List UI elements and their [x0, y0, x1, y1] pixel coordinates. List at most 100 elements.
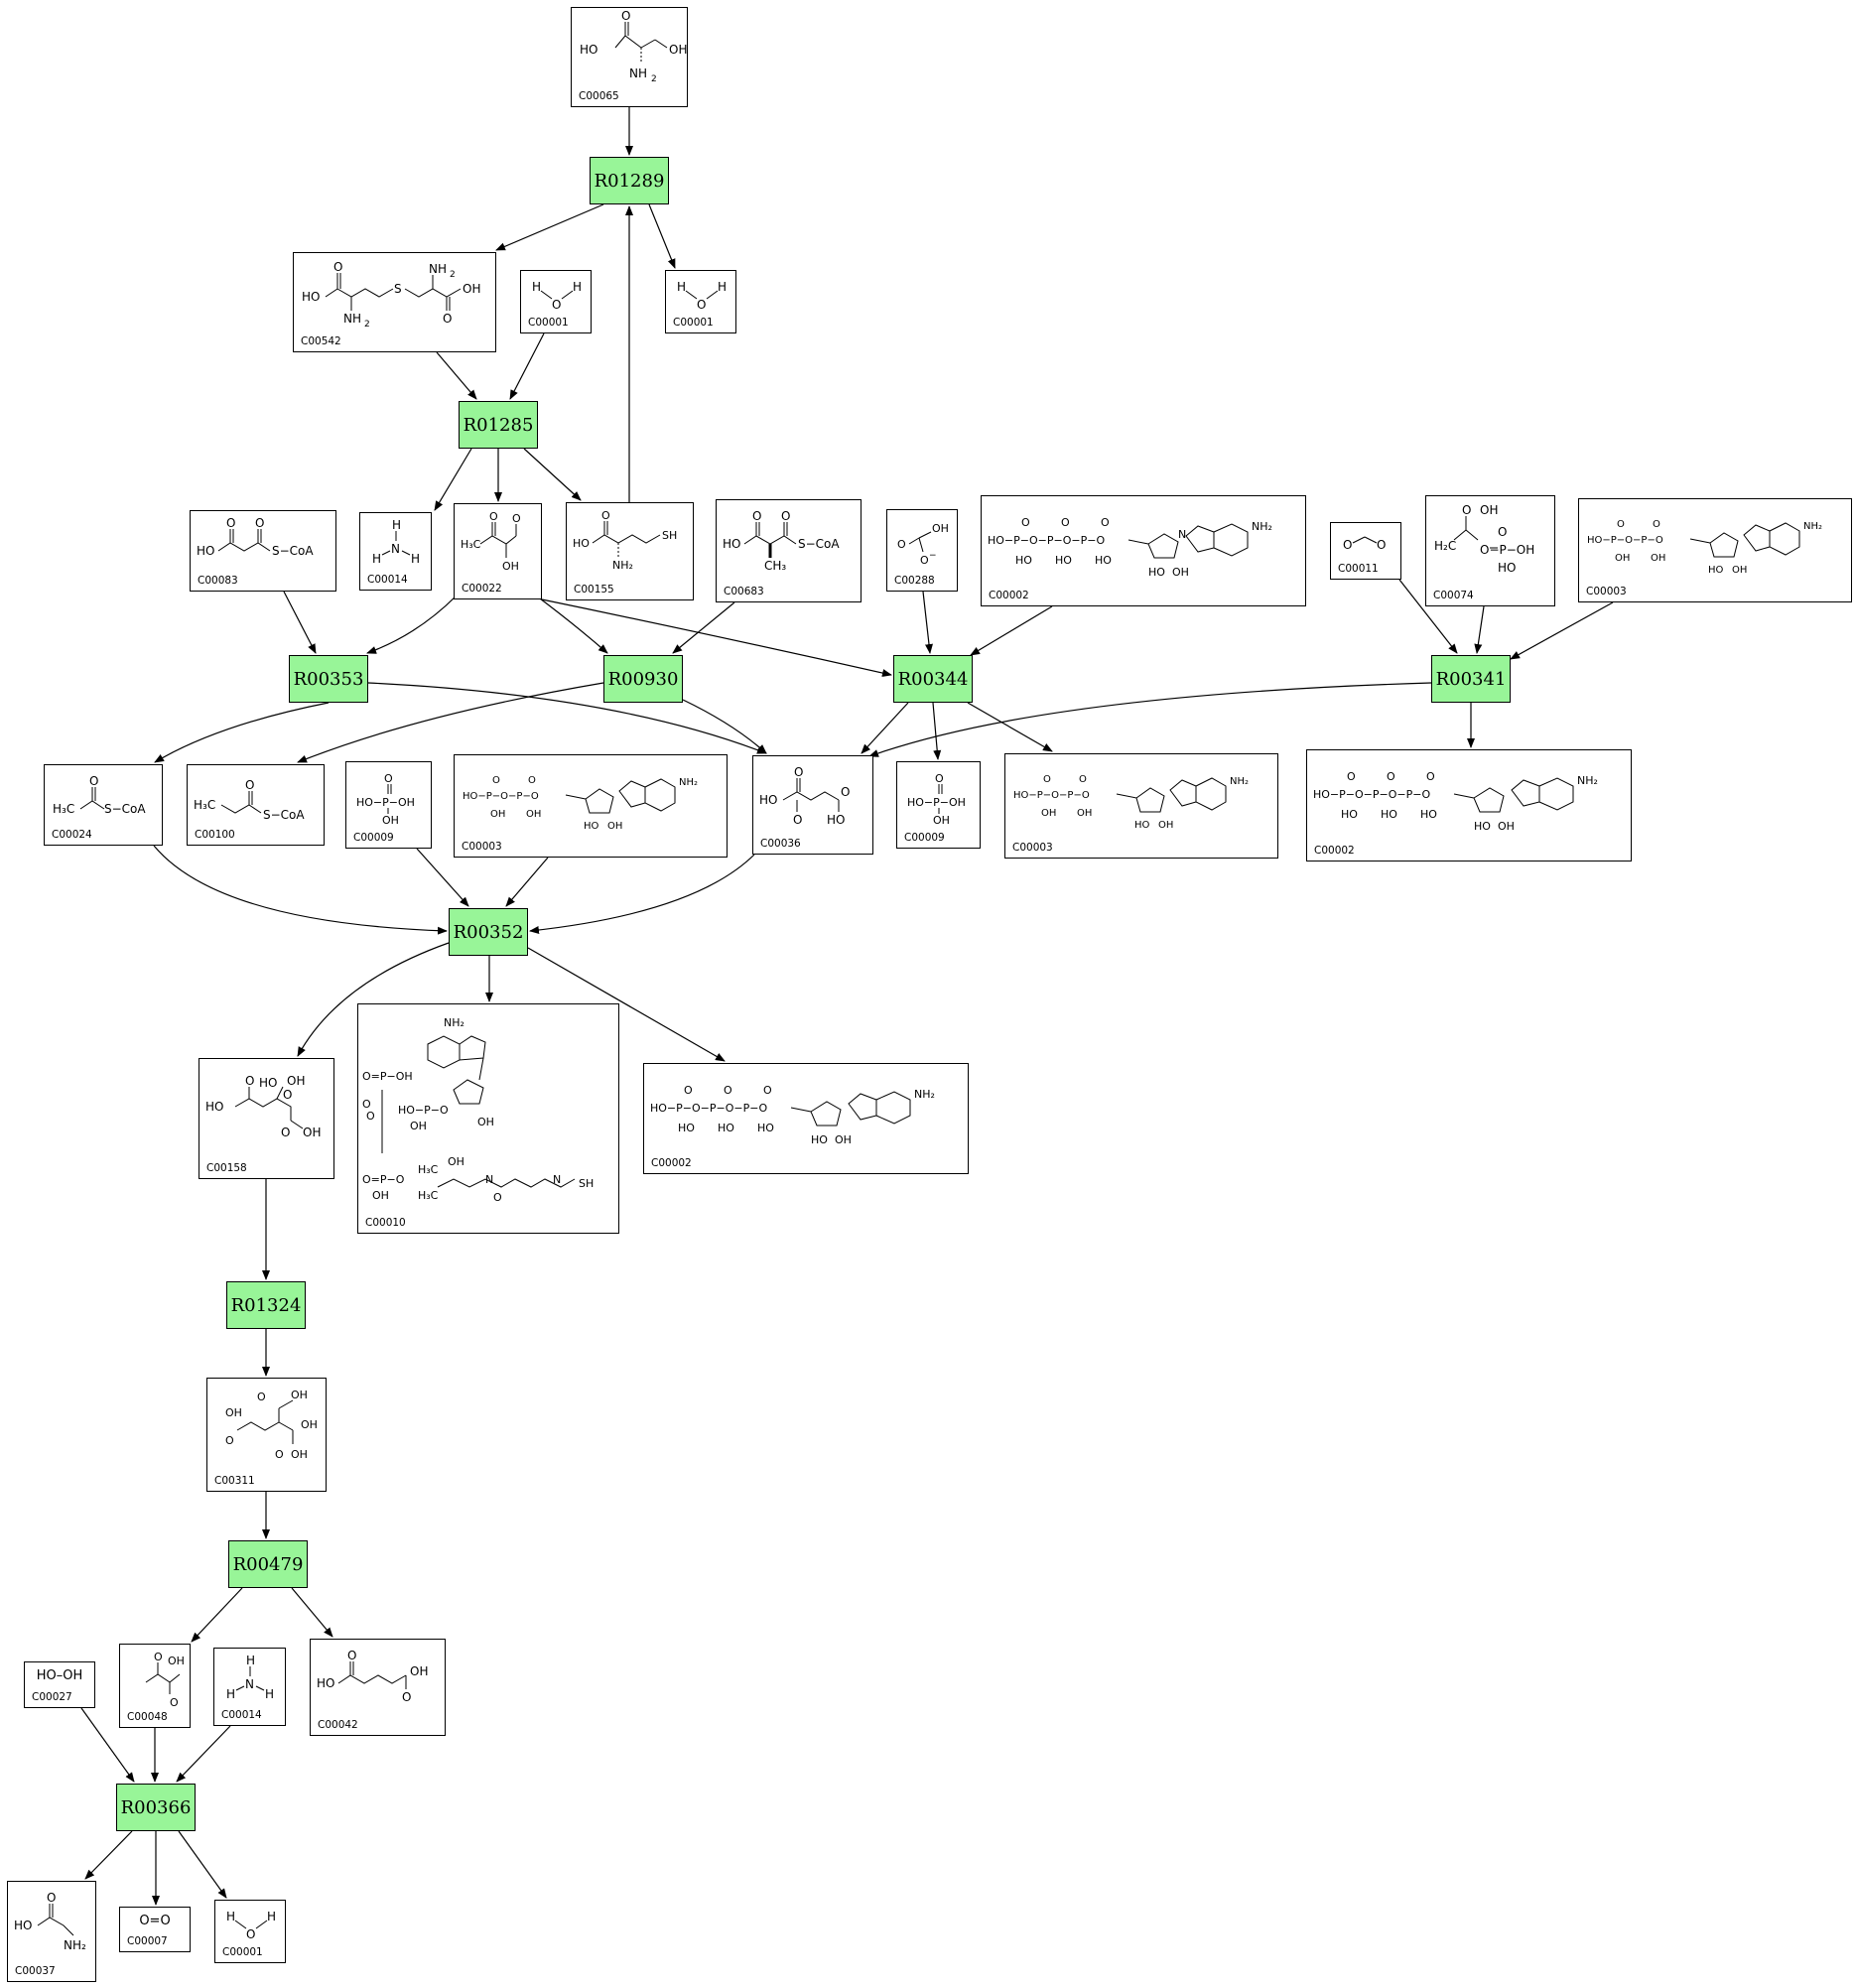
svg-text:OH: OH [448, 1155, 464, 1168]
reaction-r00366[interactable]: R00366 [116, 1784, 196, 1831]
svg-text:O: O [366, 1110, 375, 1123]
compound-id: C00027 [32, 1691, 72, 1703]
svg-text:OH: OH [835, 1133, 852, 1146]
svg-text:O: O [793, 813, 802, 827]
svg-text:HO: HO [1095, 554, 1112, 567]
reaction-r00353[interactable]: R00353 [289, 655, 368, 703]
svg-text:HO: HO [580, 43, 597, 57]
svg-text:O: O [347, 1649, 356, 1662]
structure-water: HOH [677, 280, 727, 312]
compound-id: C00003 [462, 841, 502, 853]
svg-text:NH: NH [429, 262, 447, 276]
edge-c00083-r00353 [283, 591, 317, 654]
svg-text:O−P−OH: O−P−OH [1480, 543, 1534, 557]
edge-r00344-c00009 [932, 702, 942, 760]
compound-id: C00683 [724, 586, 764, 597]
edge-c00022-r00353 [366, 595, 458, 654]
svg-text:OH: OH [1172, 566, 1189, 579]
reaction-r01285[interactable]: R01285 [459, 401, 538, 449]
svg-text:OH: OH [410, 1664, 428, 1678]
compound-id: C00288 [894, 575, 935, 587]
svg-text:HO: HO [1055, 554, 1072, 567]
svg-text:O: O [897, 538, 906, 551]
svg-text:SH: SH [579, 1177, 594, 1190]
svg-text:O: O [225, 1434, 234, 1447]
svg-text:OH: OH [301, 1418, 318, 1431]
edge-c00001-r01285 [509, 332, 545, 400]
svg-text:O: O [170, 1696, 179, 1708]
svg-text:O: O [724, 1084, 732, 1097]
svg-text:O: O [226, 516, 235, 530]
compound-id: C00542 [301, 335, 341, 347]
compound-id: C00014 [221, 1709, 262, 1721]
svg-text:2: 2 [450, 270, 456, 280]
svg-text:OH: OH [291, 1389, 308, 1401]
compound-c00007[interactable]: O=O C00007 [119, 1907, 191, 1952]
svg-text:O: O [257, 1391, 266, 1403]
svg-text:HO: HO [302, 290, 320, 304]
reaction-r00341[interactable]: R00341 [1431, 655, 1511, 703]
svg-text:OH: OH [225, 1406, 242, 1419]
svg-text:H₃C: H₃C [418, 1189, 439, 1202]
svg-text:HO−P−OH: HO−P−OH [907, 796, 966, 809]
svg-text:H: H [267, 1910, 276, 1923]
compound-id: C00311 [214, 1475, 255, 1487]
svg-text:O: O [841, 785, 850, 799]
reaction-r00352[interactable]: R00352 [449, 908, 528, 956]
svg-text:HO: HO [811, 1133, 828, 1146]
reaction-r01324[interactable]: R01324 [226, 1281, 306, 1329]
svg-text:OH: OH [168, 1655, 185, 1667]
svg-text:OH: OH [372, 1189, 389, 1202]
svg-text:OH: OH [526, 809, 541, 820]
compound-c00027[interactable]: HO–OH C00027 [24, 1661, 95, 1708]
reaction-r00930[interactable]: R00930 [603, 655, 683, 703]
compound-id: C00074 [1433, 590, 1474, 601]
svg-text:HO: HO [259, 1076, 277, 1090]
reaction-r00344[interactable]: R00344 [893, 655, 973, 703]
reaction-r00479[interactable]: R00479 [228, 1540, 308, 1588]
svg-text:NH: NH [343, 312, 361, 326]
reaction-r01289[interactable]: R01289 [590, 157, 669, 204]
svg-text:O: O [1387, 770, 1395, 783]
svg-text:HO−P−O−P−O: HO−P−O−P−O [463, 791, 539, 802]
